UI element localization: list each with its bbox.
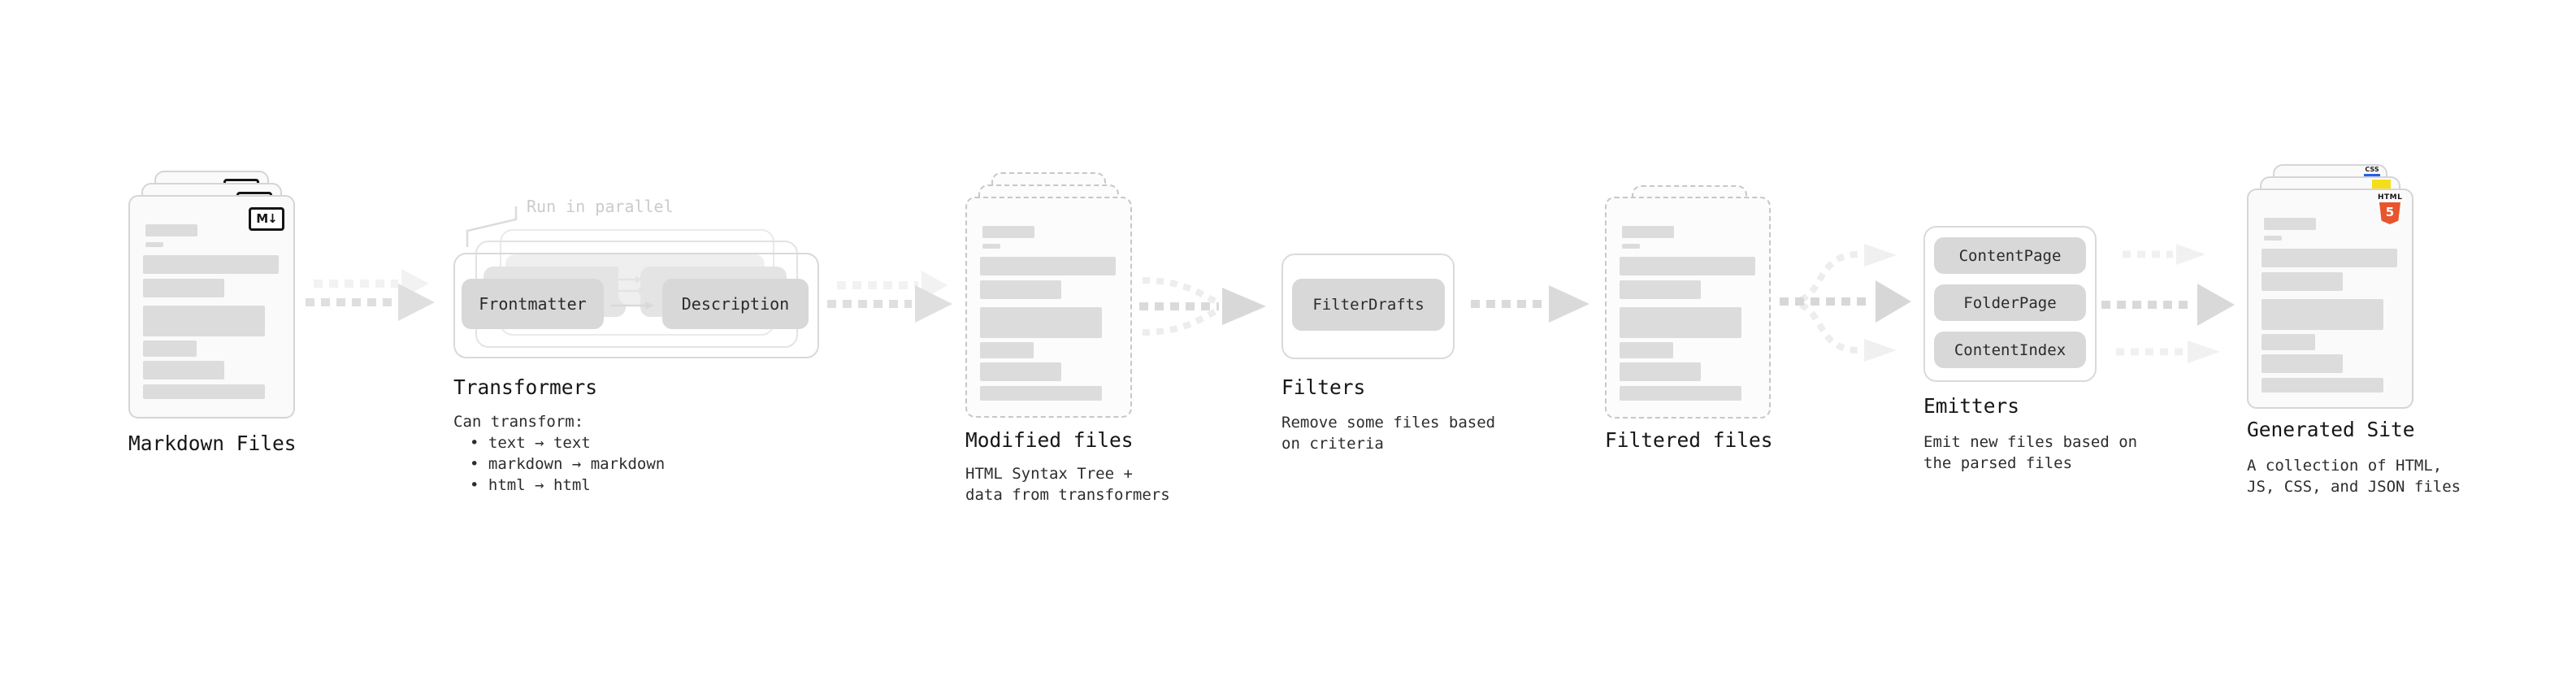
skeleton-text-bar [145, 242, 163, 247]
css-badge-underline [2364, 174, 2380, 176]
transform-bullet: • html → html [470, 476, 591, 494]
filterdrafts-pill: FilterDrafts [1292, 279, 1445, 331]
run-in-parallel-note: Run in parallel [527, 197, 674, 216]
filters-label: Filters [1281, 375, 1366, 399]
transformers-description: Can transform: • text → text • markdown … [453, 411, 665, 496]
transformers-layer-front [453, 253, 819, 358]
skeleton-text-bar [2262, 272, 2343, 291]
skeleton-text-bar [145, 224, 197, 236]
arrow-filtered-to-emitters [1780, 244, 1911, 362]
frontmatter-pill: Frontmatter [462, 279, 604, 329]
generated-site-description: A collection of HTML, JS, CSS, and JSON … [2247, 455, 2461, 497]
skeleton-text-bar [143, 361, 224, 380]
skeleton-text-bar [1620, 386, 1741, 401]
markdown-icon: M↓ [249, 207, 284, 231]
skeleton-text-bar [2262, 249, 2397, 267]
arrow-markdown-to-transformers [306, 269, 435, 321]
skeleton-text-bar [1620, 280, 1701, 299]
skeleton-text-bar [2262, 378, 2383, 393]
desc-line: on criteria [1281, 435, 1384, 453]
transform-bullet: • markdown → markdown [470, 455, 666, 473]
modified-file-card [965, 197, 1132, 418]
filters-description: Remove some files based on criteria [1281, 412, 1495, 454]
desc-line: Remove some files based [1281, 414, 1496, 432]
folderpage-pill: FolderPage [1934, 284, 2086, 321]
skeleton-text-bar [2262, 334, 2315, 350]
transformers-desc-title: Can transform: [453, 413, 584, 431]
arrow-emitters-to-generated [2101, 244, 2235, 363]
emitters-label: Emitters [1923, 394, 2020, 418]
css-badge-icon: CSS [2363, 167, 2381, 176]
skeleton-text-bar [1620, 362, 1701, 381]
css-badge-text: CSS [2365, 166, 2379, 173]
modified-files-label: Modified files [965, 428, 1134, 452]
skeleton-text-bar [1622, 244, 1640, 249]
skeleton-text-bar [1620, 257, 1755, 275]
description-pill: Description [662, 279, 809, 329]
skeleton-text-bar [2262, 354, 2343, 373]
desc-line: HTML Syntax Tree + [965, 465, 1133, 483]
skeleton-text-bar [982, 244, 1000, 249]
arrow-modified-to-filters [1139, 277, 1266, 336]
markdown-file-card: M↓ [128, 195, 295, 419]
js-badge-icon [2372, 180, 2391, 190]
skeleton-text-bar [1620, 342, 1673, 358]
skeleton-text-bar [982, 226, 1034, 238]
desc-line: Emit new files based on [1923, 433, 2138, 451]
skeleton-text-bar [143, 340, 197, 357]
skeleton-text-bar [980, 342, 1034, 358]
parallel-flow-arrows [611, 275, 654, 310]
skeleton-text-bar [2262, 299, 2383, 330]
arrow-transformers-to-modified [827, 271, 952, 323]
skeleton-text-bar [2264, 236, 2282, 241]
skeleton-text-bar [980, 386, 1102, 401]
skeleton-text-bar [143, 384, 265, 399]
html5-word: HTML [2378, 193, 2403, 202]
skeleton-text-bar [143, 306, 265, 336]
markdown-files-label: Markdown Files [128, 432, 297, 455]
transform-bullet: • text → text [470, 434, 591, 452]
generated-file-card: HTML 5 [2247, 189, 2413, 409]
emitters-description: Emit new files based on the parsed files [1923, 432, 2137, 474]
modified-files-description: HTML Syntax Tree + data from transformer… [965, 463, 1170, 505]
skeleton-text-bar [1620, 307, 1741, 338]
skeleton-text-bar [980, 257, 1116, 275]
desc-line: the parsed files [1923, 454, 2073, 472]
skeleton-text-bar [2264, 218, 2316, 230]
skeleton-text-bar [1622, 226, 1674, 238]
skeleton-text-bar [980, 362, 1061, 381]
desc-line: data from transformers [965, 486, 1170, 504]
note-callout-line [466, 206, 518, 247]
skeleton-text-bar [980, 307, 1102, 338]
filtered-file-card [1605, 197, 1771, 419]
generated-site-label: Generated Site [2247, 418, 2415, 441]
arrow-filters-to-filtered [1471, 285, 1589, 323]
skeleton-text-bar [980, 280, 1061, 299]
contentpage-pill: ContentPage [1934, 237, 2086, 274]
filtered-files-label: Filtered files [1605, 428, 1773, 452]
contentindex-pill: ContentIndex [1934, 332, 2086, 368]
html5-shield: 5 [2379, 202, 2400, 224]
desc-line: A collection of HTML, [2247, 457, 2443, 475]
desc-line: JS, CSS, and JSON files [2247, 478, 2461, 496]
html5-icon: HTML 5 [2378, 193, 2402, 224]
transformers-label: Transformers [453, 375, 598, 399]
skeleton-text-bar [143, 255, 279, 274]
skeleton-text-bar [143, 279, 224, 297]
